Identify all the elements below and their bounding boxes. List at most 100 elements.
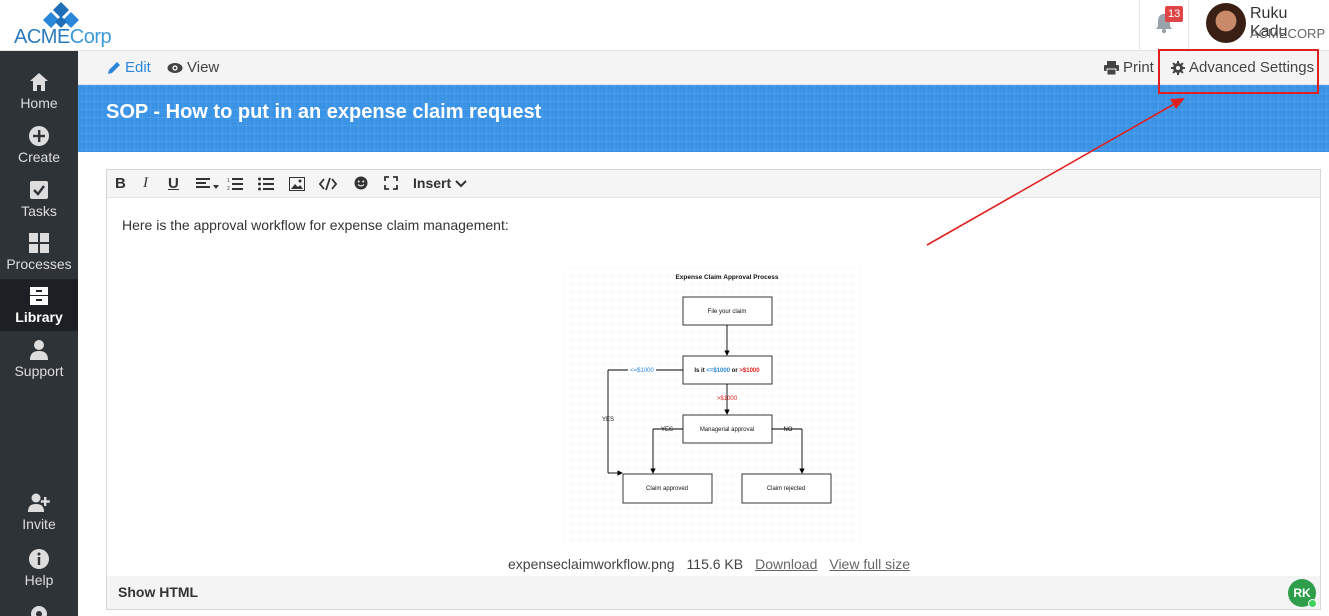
workflow-diagram-image[interactable]: Expense Claim Approval Process File your…: [564, 268, 862, 546]
sidebar-item-label: Processes: [6, 256, 72, 272]
add-user-icon: [28, 493, 50, 512]
notifications[interactable]: 13: [1139, 0, 1189, 51]
logo-text-b: Corp: [69, 26, 112, 48]
page-action-bar: Edit View Print Advanced Settings: [78, 51, 1329, 85]
avatar[interactable]: [1206, 3, 1246, 43]
grid-icon: [29, 233, 49, 253]
attachment-row: expenseclaimworkflow.png 115.6 KB Downlo…: [508, 556, 910, 572]
diagram-approved-label: Claim approved: [646, 486, 688, 492]
chevron-down-icon: [455, 180, 467, 188]
bullet-list-icon[interactable]: [258, 177, 274, 191]
sidebar-item-invite[interactable]: Invite: [0, 492, 78, 544]
view-label: View: [187, 59, 220, 76]
diagram-manager-label: Managerial approval: [700, 427, 754, 433]
info-icon: [29, 549, 49, 569]
emoji-icon[interactable]: [354, 176, 368, 190]
title-banner: SOP - How to put in an expense claim req…: [78, 85, 1329, 152]
logo-text-a: ACME: [14, 26, 70, 48]
checkbox-icon: [30, 181, 48, 199]
sidebar-item-create[interactable]: Create: [0, 125, 78, 177]
align-icon[interactable]: [196, 177, 220, 191]
sidebar-item-label: Home: [20, 95, 58, 111]
sidebar-item-label: Invite: [22, 516, 56, 532]
diagram-question-or: or: [732, 368, 739, 374]
sidebar-item-label: Tasks: [21, 203, 57, 219]
archive-icon: [30, 287, 48, 305]
acme-logo[interactable]: ACMECorp: [14, 2, 114, 48]
diagram-question-a: Is it: [694, 368, 704, 374]
sidebar: Home Create Tasks Processes Library Supp…: [0, 51, 78, 616]
advanced-settings-label: Advanced Settings: [1189, 59, 1315, 76]
diagram-box-rejected: [741, 473, 832, 504]
page-title: SOP - How to put in an expense claim req…: [106, 101, 542, 123]
sidebar-item-home[interactable]: Home: [0, 71, 78, 123]
underline-icon[interactable]: U: [168, 175, 179, 192]
home-icon: [30, 73, 48, 91]
top-header: ACMECorp 13 Ruku Kadu ACMECORP: [0, 0, 1329, 51]
bold-icon[interactable]: B: [115, 175, 126, 192]
attachment-size: 115.6 KB: [686, 556, 744, 572]
svg-text:2: 2: [227, 186, 230, 191]
code-icon[interactable]: [319, 177, 337, 191]
diagram-rejected-label: Claim rejected: [767, 486, 805, 492]
diagram-yes-label: YES: [661, 427, 673, 433]
sidebar-item-tasks[interactable]: Tasks: [0, 179, 78, 231]
show-html-toggle[interactable]: Show HTML: [118, 584, 199, 600]
person-icon: [30, 340, 48, 360]
view-button[interactable]: View: [167, 59, 219, 76]
edit-label: Edit: [125, 59, 151, 76]
sidebar-item-support[interactable]: Support: [0, 339, 78, 391]
view-full-size-link[interactable]: View full size: [829, 556, 911, 572]
diagram-yes-side-label: YES: [602, 417, 614, 423]
printer-icon: [1104, 60, 1119, 75]
insert-label: Insert: [413, 175, 452, 191]
diagram-question-low: <=$1000: [706, 368, 730, 374]
logo-text: ACMECorp: [14, 26, 112, 49]
gear-icon: [1171, 60, 1185, 75]
sidebar-item-processes[interactable]: Processes: [0, 232, 78, 284]
diagram-box-file-claim: [682, 296, 773, 326]
sidebar-item-library[interactable]: Library: [0, 279, 78, 331]
diagram-file-claim-label: File your claim: [708, 309, 747, 315]
image-icon[interactable]: [289, 177, 305, 191]
diagram-no-label: NO: [784, 427, 793, 433]
fullscreen-icon[interactable]: [384, 176, 398, 190]
editor-content[interactable]: Here is the approval workflow for expens…: [107, 198, 1320, 576]
sidebar-item-label: Library: [15, 309, 63, 325]
body-paragraph: Here is the approval workflow for expens…: [122, 217, 509, 233]
notification-count-badge: 13: [1165, 6, 1184, 22]
user-org: ACMECORP: [1250, 26, 1326, 41]
editor-footer: Show HTML: [107, 576, 1320, 609]
ordered-list-icon[interactable]: 12: [227, 177, 243, 191]
download-link[interactable]: Download: [755, 556, 818, 572]
user-name[interactable]: Ruku Kadu: [1250, 5, 1288, 40]
print-label: Print: [1123, 59, 1154, 76]
eye-icon: [167, 62, 183, 73]
edit-button[interactable]: Edit: [107, 59, 151, 76]
diagram-title: Expense Claim Approval Process: [675, 274, 778, 281]
diagram-box-manager: [682, 414, 773, 444]
sidebar-item-help[interactable]: Help: [0, 548, 78, 600]
annotation-highlight-box: [1158, 49, 1319, 94]
sidebar-item-label: Create: [17, 149, 61, 165]
diagram-question-label: Is it <=$1000 or >$1000: [694, 368, 760, 374]
logo-diamonds-icon: [43, 2, 79, 28]
attachment-filename: expenseclaimworkflow.png: [508, 556, 675, 572]
gear-icon[interactable]: [28, 603, 50, 616]
insert-menu[interactable]: Insert: [413, 175, 467, 191]
advanced-settings-button[interactable]: Advanced Settings: [1171, 59, 1314, 76]
sidebar-item-label: Help: [24, 572, 54, 588]
diagram-question-high: >$1000: [739, 368, 760, 374]
print-button[interactable]: Print: [1104, 59, 1154, 76]
sidebar-item-label: Support: [14, 363, 64, 379]
diagram-left-label: <=$1000: [630, 368, 654, 374]
italic-icon[interactable]: I: [143, 175, 148, 191]
online-status-dot: [1308, 599, 1317, 608]
pencil-icon: [108, 61, 120, 74]
diagram-box-approved: [622, 473, 713, 504]
plus-circle-icon: [29, 126, 49, 146]
diagram-down-label: >$1000: [717, 396, 738, 402]
svg-text:1: 1: [227, 178, 230, 184]
